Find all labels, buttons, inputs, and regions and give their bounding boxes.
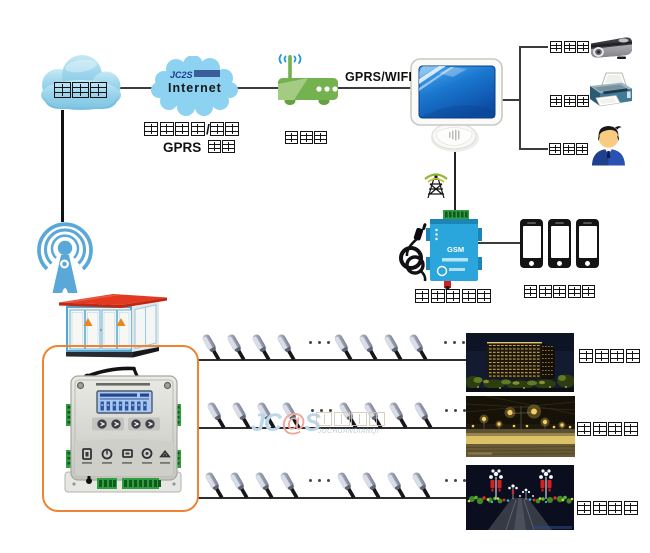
svg-text:JC2S: JC2S xyxy=(170,70,193,80)
svg-text:GSM: GSM xyxy=(447,245,464,254)
svg-text:Internet: Internet xyxy=(168,81,222,95)
